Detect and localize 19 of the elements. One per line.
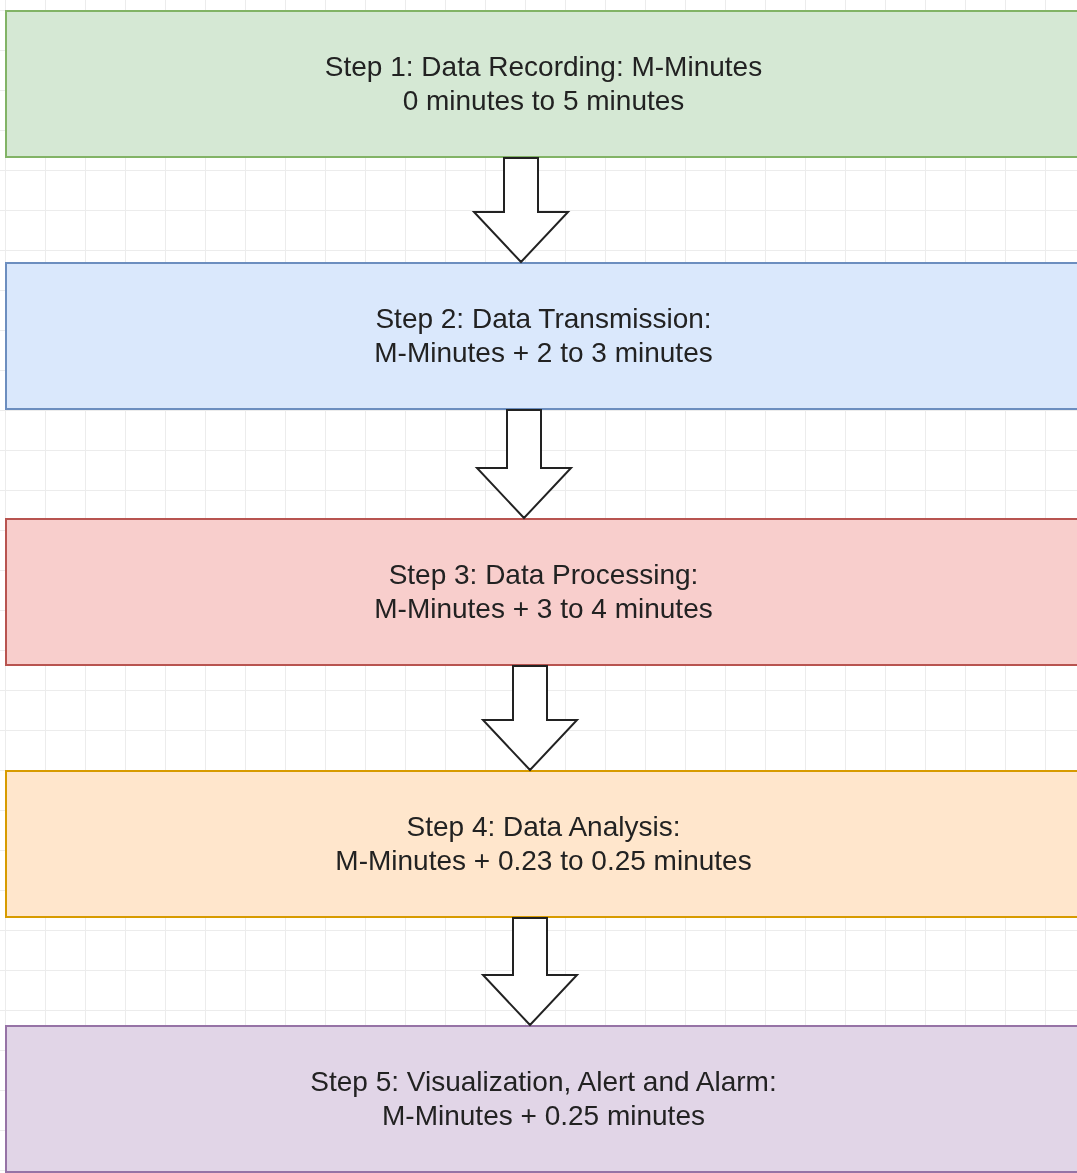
process-box [5, 10, 1077, 158]
step-text: 0 minutes to 5 minutes [402, 84, 685, 118]
block-arrow [471, 157, 571, 264]
step-text: M-Minutes + 0.23 to 0.25 minutes [335, 844, 752, 878]
process-box [5, 1025, 1077, 1173]
process-box [5, 518, 1077, 666]
step-text: Step 1: Data Recording: M-Minutes [324, 50, 763, 84]
step-text: Step 3: Data Processing: [388, 558, 699, 592]
step-text: Step 2: Data Transmission: [375, 302, 712, 336]
step-text: M-Minutes + 0.25 minutes [382, 1099, 705, 1133]
step-text: M-Minutes + 2 to 3 minutes [374, 336, 713, 370]
block-arrow [480, 665, 580, 772]
step-text: Step 5: Visualization, Alert and Alarm: [310, 1065, 777, 1099]
step-text: Step 4: Data Analysis: [406, 810, 681, 844]
process-box [5, 770, 1077, 918]
block-arrow [480, 917, 580, 1027]
step-text: M-Minutes + 3 to 4 minutes [374, 592, 713, 626]
block-arrow [474, 409, 574, 520]
process-box [5, 262, 1077, 410]
